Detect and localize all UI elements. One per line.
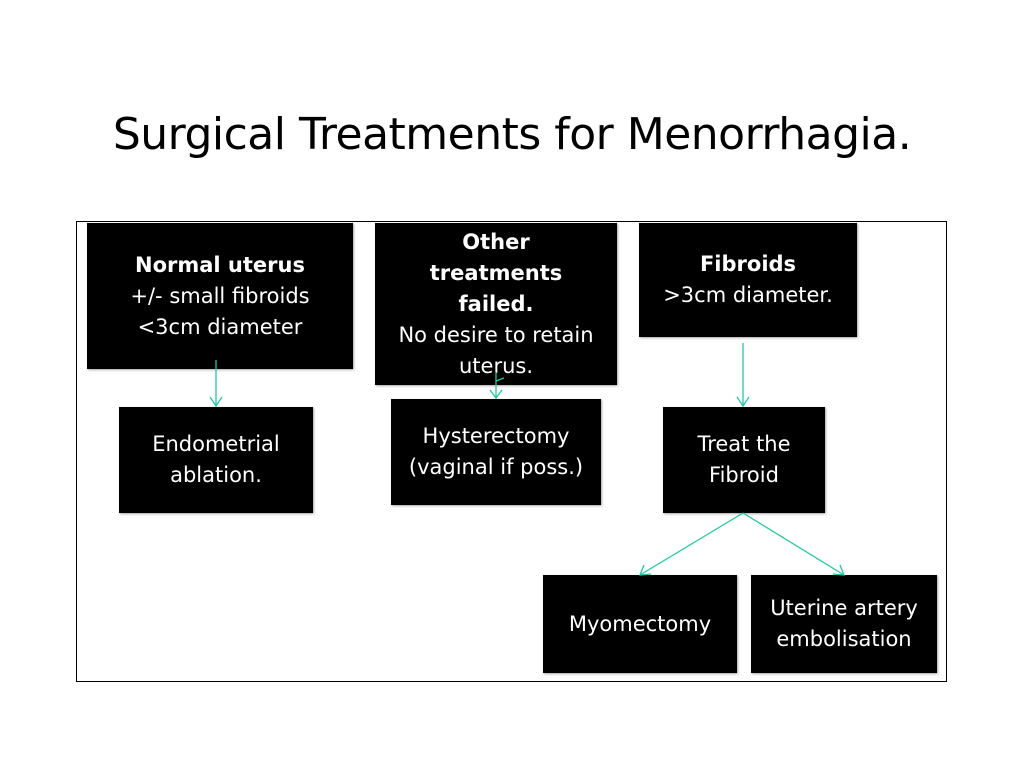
hysterectomy-line2: (vaginal if poss.) [408,455,584,479]
box-hysterectomy: Hysterectomy (vaginal if poss.) [391,399,601,505]
diagram-frame [76,221,947,682]
box-fibroids: Fibroids >3cm diameter. [639,223,857,337]
other-treatments-heading-line3: failed. [458,291,534,316]
myomectomy-line1: Myomectomy [568,611,712,636]
slide-title: Surgical Treatments for Menorrhagia. [112,109,912,160]
box-myomectomy: Myomectomy [543,575,737,673]
normal-uterus-heading: Normal uterus [135,252,305,277]
normal-uterus-line2: <3cm diameter [137,314,303,339]
fibroids-heading: Fibroids [699,252,797,276]
treat-fibroid-line1: Treat the [697,432,791,456]
box-uterine-artery-embolisation: Uterine artery embolisation [751,575,937,673]
endometrial-ablation-line2: ablation. [170,463,262,487]
box-endometrial-ablation: Endometrial ablation. [119,407,313,513]
treat-fibroid-line2: Fibroid [709,463,779,487]
other-treatments-line2: uterus. [458,353,534,378]
box-treat-fibroid: Treat the Fibroid [663,407,825,513]
normal-uterus-line1: +/- small fibroids [130,283,310,308]
box-other-treatments: Other treatments failed. No desire to re… [375,223,617,385]
uterine-artery-line2: embolisation [776,627,912,651]
other-treatments-heading-line1: Other [462,229,530,254]
endometrial-ablation-line1: Endometrial [152,432,280,456]
box-normal-uterus: Normal uterus +/- small fibroids <3cm di… [87,223,353,369]
other-treatments-heading-line2: treatments [429,260,563,285]
hysterectomy-line1: Hysterectomy [422,424,570,448]
fibroids-line1: >3cm diameter. [663,283,833,307]
uterine-artery-line1: Uterine artery [770,596,918,620]
other-treatments-line1: No desire to retain [398,322,594,347]
